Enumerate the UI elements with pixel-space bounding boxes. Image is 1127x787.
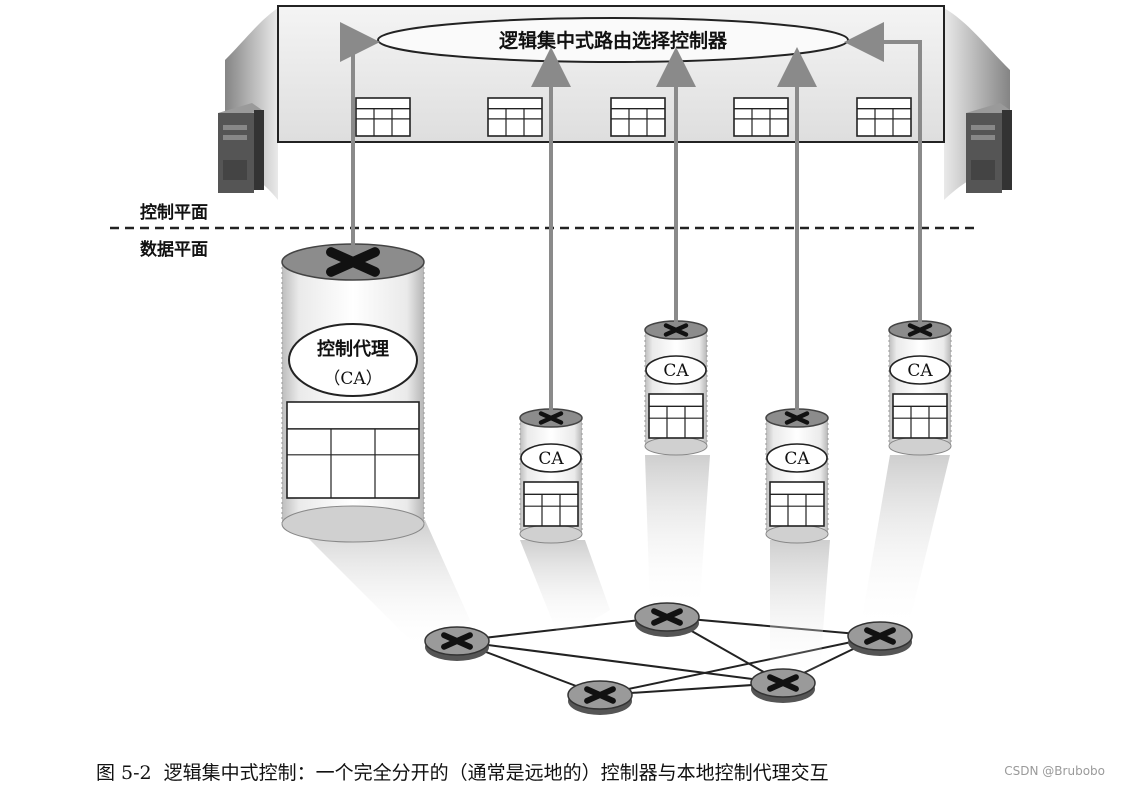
projection-shadow-1 [290,520,470,650]
control-arrow-1 [340,22,380,255]
small-router-flow-table [769,481,825,527]
small-router-flow-table [523,481,579,527]
controller-flow-table-2 [487,97,543,137]
small-router-flow-table [648,393,704,439]
controller-flow-table-3 [610,97,666,137]
controller-flow-table-5 [856,97,912,137]
router-cross-icon [326,247,380,277]
router-cross-icon [441,632,473,650]
controller-flow-table-1 [355,97,411,137]
small-router-cylinder-1: CA [519,408,583,544]
control-arrow-5 [844,22,922,322]
figure-number: 图 5-2 [96,762,152,784]
ca-label: CA [784,449,810,469]
large-router-flow-table [286,401,420,499]
small-router-cylinder-4: CA [888,320,952,456]
network-router-1 [424,626,490,661]
router-cross-icon [663,323,689,337]
small-router-flow-table [892,393,948,439]
router-cross-icon [651,608,683,626]
small-router-cylinder-3: CA [765,408,829,544]
router-cross-icon [784,411,810,425]
router-cross-icon [864,627,896,645]
control-agent-ellipse [288,323,418,397]
router-cross-icon [907,323,933,337]
ca-label: CA [907,361,933,381]
ca-ellipse [766,443,828,473]
ca-label: CA [538,449,564,469]
watermark: CSDN @Brubobo [1004,764,1105,778]
controller-flow-table-4 [733,97,789,137]
network-router-4 [567,680,633,715]
router-cross-icon [767,674,799,692]
router-cross-icon [538,411,564,425]
network-router-5 [750,668,816,703]
router-cross-icon [584,686,616,704]
projection-shadow-4 [770,540,830,680]
ca-ellipse [645,355,707,385]
server-left-icon [218,103,264,193]
controller-label: 逻辑集中式路由选择控制器 [499,29,728,52]
large-router-cylinder: 控制代理 （CA） [281,243,425,543]
server-right-icon [966,103,1012,193]
ca-ellipse [889,355,951,385]
projection-shadow-5 [860,455,950,630]
projection-shadow-3 [645,455,710,610]
data-plane-label: 数据平面 [140,239,208,260]
ca-label: CA [663,361,689,381]
ca-ellipse [520,443,582,473]
network-router-3 [847,621,913,656]
figure-caption-text: 逻辑集中式控制：一个完全分开的（通常是远地的）控制器与本地控制代理交互 [163,762,829,784]
control-agent-name: 控制代理 [317,338,389,360]
figure-caption: 图 5-2 逻辑集中式控制：一个完全分开的（通常是远地的）控制器与本地控制代理交互 [96,758,841,785]
projection-shadow-2 [520,540,610,640]
control-agent-abbr: （CA） [323,369,382,389]
small-router-cylinder-2: CA [644,320,708,456]
network-router-2 [634,602,700,637]
control-plane-label: 控制平面 [140,202,208,223]
